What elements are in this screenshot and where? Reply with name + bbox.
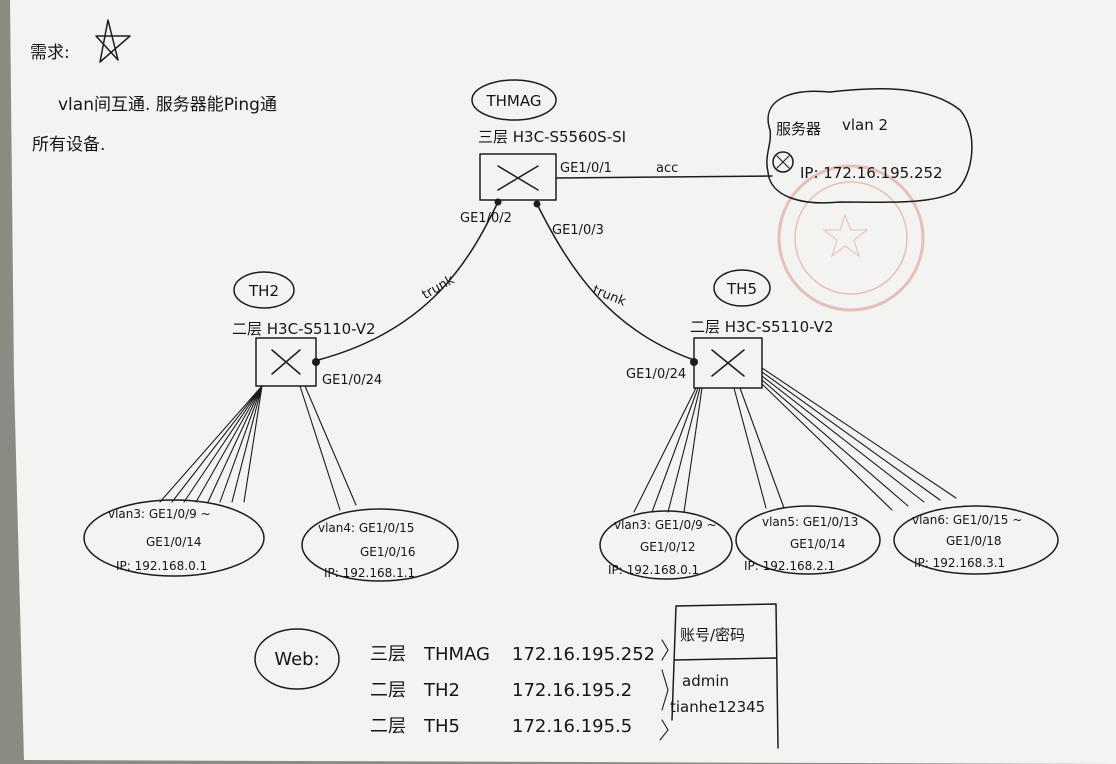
core-switch: THMAG 三层 H3C-S5560S-SI GE1/0/1 GE1/0/2 G… [460,79,626,238]
credentials-header: 账号/密码 [680,626,745,644]
vlan-bubble [735,505,881,575]
core-name-bubble [471,79,557,121]
requirements-line-1: vlan间互通. 服务器能Ping通 [58,95,277,115]
th5-uplink-port: GE1/0/24 [626,367,686,382]
server-vlan: vlan 2 [842,116,888,134]
web-row-name: TH2 [423,680,460,701]
th5-vlan6-group: vlan6: GE1/0/15 ~ GE1/0/18 IP: 192.168.3… [893,505,1059,575]
server-bubble [766,87,973,204]
th5-name: TH5 [726,280,757,298]
th2-vlan4-group: vlan4: GE1/0/15 GE1/0/16 IP: 192.168.1.1 [301,508,459,582]
th5-vlan5-group: vlan5: GE1/0/13 GE1/0/14 IP: 192.168.2.1 [735,505,881,575]
link-core-th2 [317,201,499,361]
vlan-ip: IP: 192.168.0.1 [608,563,699,577]
requirements-note: 需求: vlan间互通. 服务器能Ping通 所有设备. [30,19,277,155]
web-title: Web: [274,649,319,670]
requirements-line-2: 所有设备. [32,135,105,155]
web-bubble [254,628,340,690]
core-port-right: GE1/0/3 [552,223,604,238]
web-row-ip: 172.16.195.2 [512,680,632,701]
web-row-layer: 三层 [370,644,406,665]
vlan-ip: IP: 192.168.2.1 [744,559,835,573]
vlan-ports-end: GE1/0/16 [360,545,416,559]
vlan-bubble [599,510,733,580]
vlan-ports-end: GE1/0/14 [790,537,846,551]
vlan-ports: vlan5: GE1/0/13 [762,515,858,529]
th2-vlan3-group: vlan3: GE1/0/9 ~ GE1/0/14 IP: 192.168.0.… [83,499,265,577]
web-row-name: TH5 [423,716,460,737]
link-core-server [555,175,773,179]
th5-switch: TH5 二层 H3C-S5110-V2 GE1/0/24 [626,269,834,389]
vlan-ip: IP: 192.168.0.1 [116,559,207,573]
core-port-left: GE1/0/2 [460,211,512,226]
core-name: THMAG [485,92,541,110]
brace-icon [659,639,669,741]
vlan-bubble [301,508,459,582]
core-switch-box [479,153,557,201]
th5-model: 二层 H3C-S5110-V2 [690,318,834,336]
switch-icon [271,349,301,375]
credentials-user: admin [682,672,729,690]
credentials-password: tianhe12345 [670,698,765,716]
vlan-ports-end: GE1/0/12 [640,540,696,554]
th2-name: TH2 [248,282,279,300]
vlan-ports: vlan4: GE1/0/15 [318,521,414,535]
vlan-ports: vlan3: GE1/0/9 ~ [108,507,211,521]
th5-vlan3-group: vlan3: GE1/0/9 ~ GE1/0/12 IP: 192.168.0.… [599,510,733,580]
web-access-table: Web: 三层 THMAG 172.16.195.252 二层 TH2 172.… [254,628,669,741]
web-row-ip: 172.16.195.5 [512,716,632,737]
red-stamp [777,164,925,312]
th2-name-bubble [233,271,295,309]
th2-port-lines [159,385,357,511]
server-ip: IP: 172.16.195.252 [800,164,943,182]
server-title: 服务器 [776,120,821,138]
server-icon [772,151,794,173]
th2-model: 二层 H3C-S5110-V2 [232,320,376,338]
switch-icon [497,165,539,191]
core-port-server: GE1/0/1 [560,161,612,176]
server-node: 服务器 vlan 2 IP: 172.16.195.252 [766,87,973,204]
web-row-layer: 二层 [370,716,406,737]
credentials-frame [671,603,779,749]
vlan-bubble [83,499,265,577]
vlan-ports: vlan6: GE1/0/15 ~ [912,513,1022,527]
th5-name-bubble [713,269,771,307]
credentials-box: 账号/密码 admin tianhe12345 [670,603,779,749]
vlan-ip: IP: 192.168.1.1 [324,566,415,580]
vlan-ip: IP: 192.168.3.1 [914,556,1005,570]
vlan-ports-end: GE1/0/14 [146,535,202,549]
web-row-name: THMAG [423,644,490,665]
th5-port-lines [633,367,957,513]
requirements-heading: 需求: [30,43,70,63]
link-core-th5 [536,203,695,361]
star-mark-icon [95,19,131,63]
link-core-server-label: acc [656,161,678,176]
th2-uplink-port: GE1/0/24 [322,373,382,388]
vlan-ports: vlan3: GE1/0/9 ~ [614,518,717,532]
web-row-ip: 172.16.195.252 [512,644,655,665]
web-row-layer: 二层 [370,680,406,701]
paper-sheet [10,0,1116,764]
vlan-bubble [893,505,1059,575]
vlan-ports-end: GE1/0/18 [946,534,1002,548]
core-model: 三层 H3C-S5560S-SI [478,128,626,146]
switch-icon [711,349,745,377]
th2-switch: TH2 二层 H3C-S5110-V2 GE1/0/24 [232,271,382,388]
